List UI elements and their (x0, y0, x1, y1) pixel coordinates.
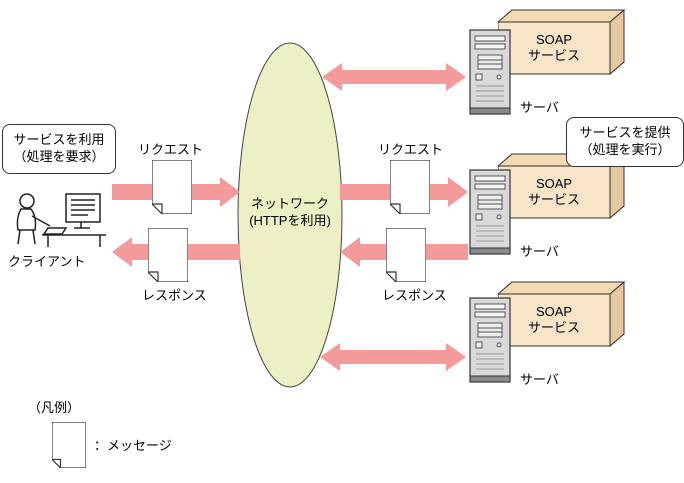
soap-service-box-middle: SOAP サービス (496, 152, 628, 222)
soap-label-line1: SOAP (535, 175, 573, 191)
provider-role-box: サービスを提供 （処理を実行） (566, 117, 684, 167)
server-caption-bottom: サーバ (520, 372, 559, 387)
soap-service-box-top: SOAP サービス (496, 8, 628, 78)
client-role-line2: （処理を要求） (13, 149, 105, 164)
server-tower-icon-top (469, 29, 511, 115)
client-workstation-icon (16, 193, 106, 247)
soap-label-line2: サービス (527, 320, 580, 335)
soap-service-label-bottom: SOAP サービス (498, 294, 610, 346)
soap-service-shape-bottom (496, 280, 626, 348)
request-message-icon-left (152, 160, 192, 214)
soap-service-shape-top (496, 8, 626, 76)
soap-label-line1: SOAP (535, 31, 573, 47)
client-role-line1: サービスを利用 (13, 132, 105, 148)
request-label-right: リクエスト (378, 142, 444, 157)
legend-message-icon (52, 422, 86, 468)
soap-service-shape-middle (496, 152, 626, 220)
server-tower-icon-middle (469, 169, 511, 255)
legend-item-label: ：メッセージ (94, 438, 172, 453)
response-message-icon-left (148, 228, 188, 282)
client-caption: クライアント (8, 254, 86, 269)
double-arrow-top (322, 63, 466, 91)
soap-service-label-middle: SOAP サービス (498, 166, 610, 218)
soap-label-line2: サービス (527, 48, 580, 63)
network-label-line1: ネットワーク (250, 196, 329, 211)
response-label-left: レスポンス (142, 288, 207, 303)
provider-role-line1: サービスを提供 (579, 125, 671, 141)
provider-role-line2: （処理を実行） (579, 142, 671, 157)
soap-service-box-bottom: SOAP サービス (496, 280, 628, 350)
soap-label-line2: サービス (527, 192, 580, 207)
server-caption-top: サーバ (520, 100, 559, 115)
network-label: ネットワーク (HTTPを利用) (236, 196, 344, 230)
response-message-icon-right (386, 228, 426, 282)
request-message-icon-right (390, 160, 430, 214)
network-label-line2: (HTTPを利用) (249, 212, 331, 228)
server-caption-middle: サーバ (520, 244, 559, 259)
network-ellipse (237, 42, 343, 388)
double-arrow-bottom (320, 343, 466, 371)
client-role-box: サービスを利用 （処理を要求） (2, 124, 116, 174)
soap-label-line1: SOAP (535, 303, 573, 319)
server-tower-icon-bottom (469, 297, 511, 383)
request-label-left: リクエスト (138, 142, 204, 157)
legend-title: （凡例） (28, 400, 81, 415)
soap-service-label-top: SOAP サービス (498, 22, 610, 74)
response-label-right: レスポンス (382, 288, 447, 303)
